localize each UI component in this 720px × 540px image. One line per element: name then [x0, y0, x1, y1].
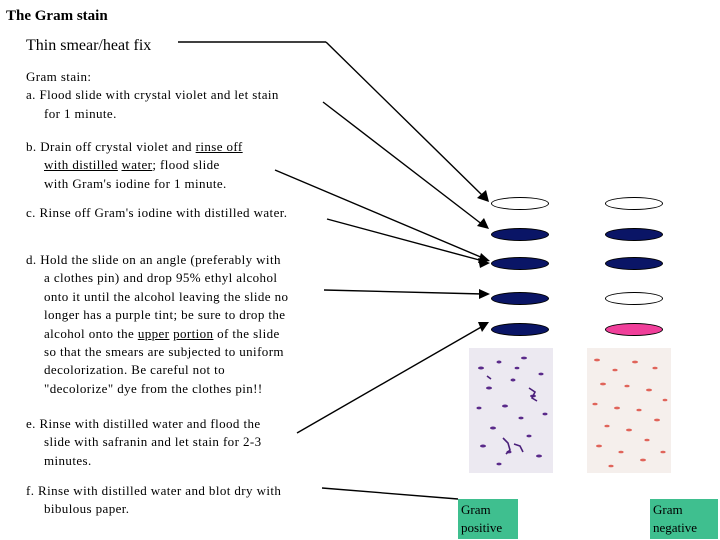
- slide-negative-step-4: [605, 292, 663, 305]
- intro-step-a: Gram stain: a. Flood slide with crystal …: [26, 68, 279, 123]
- step-e-line: e. Rinse with distilled water and flood …: [26, 416, 261, 431]
- step-d: d. Hold the slide on an angle (preferabl…: [26, 251, 288, 398]
- step-d-line: alcohol onto the upper portion of the sl…: [26, 325, 288, 343]
- step-d-text: alcohol onto the: [44, 325, 138, 341]
- step-d-line: a clothes pin) and drop 95% ethyl alcoho…: [44, 270, 278, 286]
- arrowhead: [478, 258, 490, 268]
- pointer-line: [323, 289, 484, 295]
- step-d-line: d. Hold the slide on an angle (preferabl…: [26, 252, 281, 267]
- page-title: The Gram stain: [6, 8, 108, 24]
- step-c: c. Rinse off Gram's iodine with distille…: [26, 204, 287, 222]
- gram-positive-label: Gram positive: [458, 499, 518, 539]
- step-d-line: so that the smears are subjected to unif…: [44, 344, 284, 360]
- slide-negative-step-1: [605, 197, 663, 210]
- step-b-underlined: rinse off: [195, 139, 243, 154]
- slide-positive-step-1: [491, 197, 549, 210]
- step-b-line: with Gram's iodine for 1 minute.: [44, 175, 227, 191]
- step-d-line: decolorization. Be careful not to: [44, 362, 226, 378]
- pointer-line: [322, 101, 484, 226]
- step-d-line: onto it until the alcohol leaving the sl…: [44, 288, 289, 304]
- step-d-line: "decolorize" dye from the clothes pin!!: [44, 380, 263, 396]
- step-c-line: c. Rinse off Gram's iodine with distille…: [26, 205, 288, 220]
- step-b-line: b. Drain off crystal violet and rinse of…: [26, 138, 243, 156]
- slide-negative-step-5: [605, 323, 663, 336]
- step-d-underlined: upper: [137, 325, 170, 341]
- gram-negative-micrograph: [587, 348, 671, 473]
- slide-negative-step-2: [605, 228, 663, 241]
- gram-positive-micrograph: [469, 348, 553, 473]
- step-e-line: slide with safranin and let stain for 2-…: [44, 434, 262, 450]
- arrowhead: [478, 322, 489, 332]
- gram-negative-cells: [592, 358, 668, 468]
- step-d-underlined: portion: [173, 325, 214, 341]
- gram-negative-label: Gram negative: [650, 499, 718, 539]
- pointer-line: [274, 169, 484, 259]
- gram-negative-label-text: Gram negative: [653, 502, 698, 535]
- arrowhead: [477, 190, 489, 202]
- slide-positive-step-4: [491, 292, 549, 305]
- step-e: e. Rinse with distilled water and flood …: [26, 415, 262, 470]
- step-f-line: f. Rinse with distilled water and blot d…: [26, 483, 282, 498]
- arrowhead: [477, 218, 489, 229]
- arrowhead: [479, 289, 490, 299]
- step-b: b. Drain off crystal violet and rinse of…: [26, 138, 243, 193]
- step-b-text: ; flood slide: [152, 157, 220, 173]
- pointer-line: [321, 487, 459, 500]
- pointer-line: [296, 325, 484, 434]
- step-b-underlined: with distilled: [44, 157, 118, 173]
- step-d-line: longer has a purple tint; be sure to dro…: [44, 307, 286, 323]
- step-f-line: bibulous paper.: [44, 501, 130, 517]
- step-b-text: b. Drain off crystal violet and: [26, 139, 196, 154]
- slide-positive-step-5: [491, 323, 549, 336]
- gram-positive-label-text: Gram positive: [461, 502, 503, 535]
- intro-label: Gram stain:: [26, 69, 92, 84]
- step-d-text: of the slide: [213, 325, 280, 341]
- gram-positive-cells: [476, 356, 548, 466]
- slide-positive-step-2: [491, 228, 549, 241]
- pointer-line: [325, 41, 484, 197]
- step-a-line: a. Flood slide with crystal violet and l…: [26, 87, 279, 103]
- slide-positive-step-3: [491, 257, 549, 270]
- slide-negative-step-3: [605, 257, 663, 270]
- step-b-line: with distilled water; flood slide: [26, 156, 243, 174]
- step-b-underlined: water: [121, 157, 153, 173]
- step-e-line: minutes.: [44, 452, 92, 468]
- step-a-line: for 1 minute.: [44, 105, 117, 121]
- pointer-line: [326, 218, 484, 262]
- thin-smear-heading: Thin smear/heat fix: [26, 37, 152, 54]
- step-f: f. Rinse with distilled water and blot d…: [26, 482, 281, 519]
